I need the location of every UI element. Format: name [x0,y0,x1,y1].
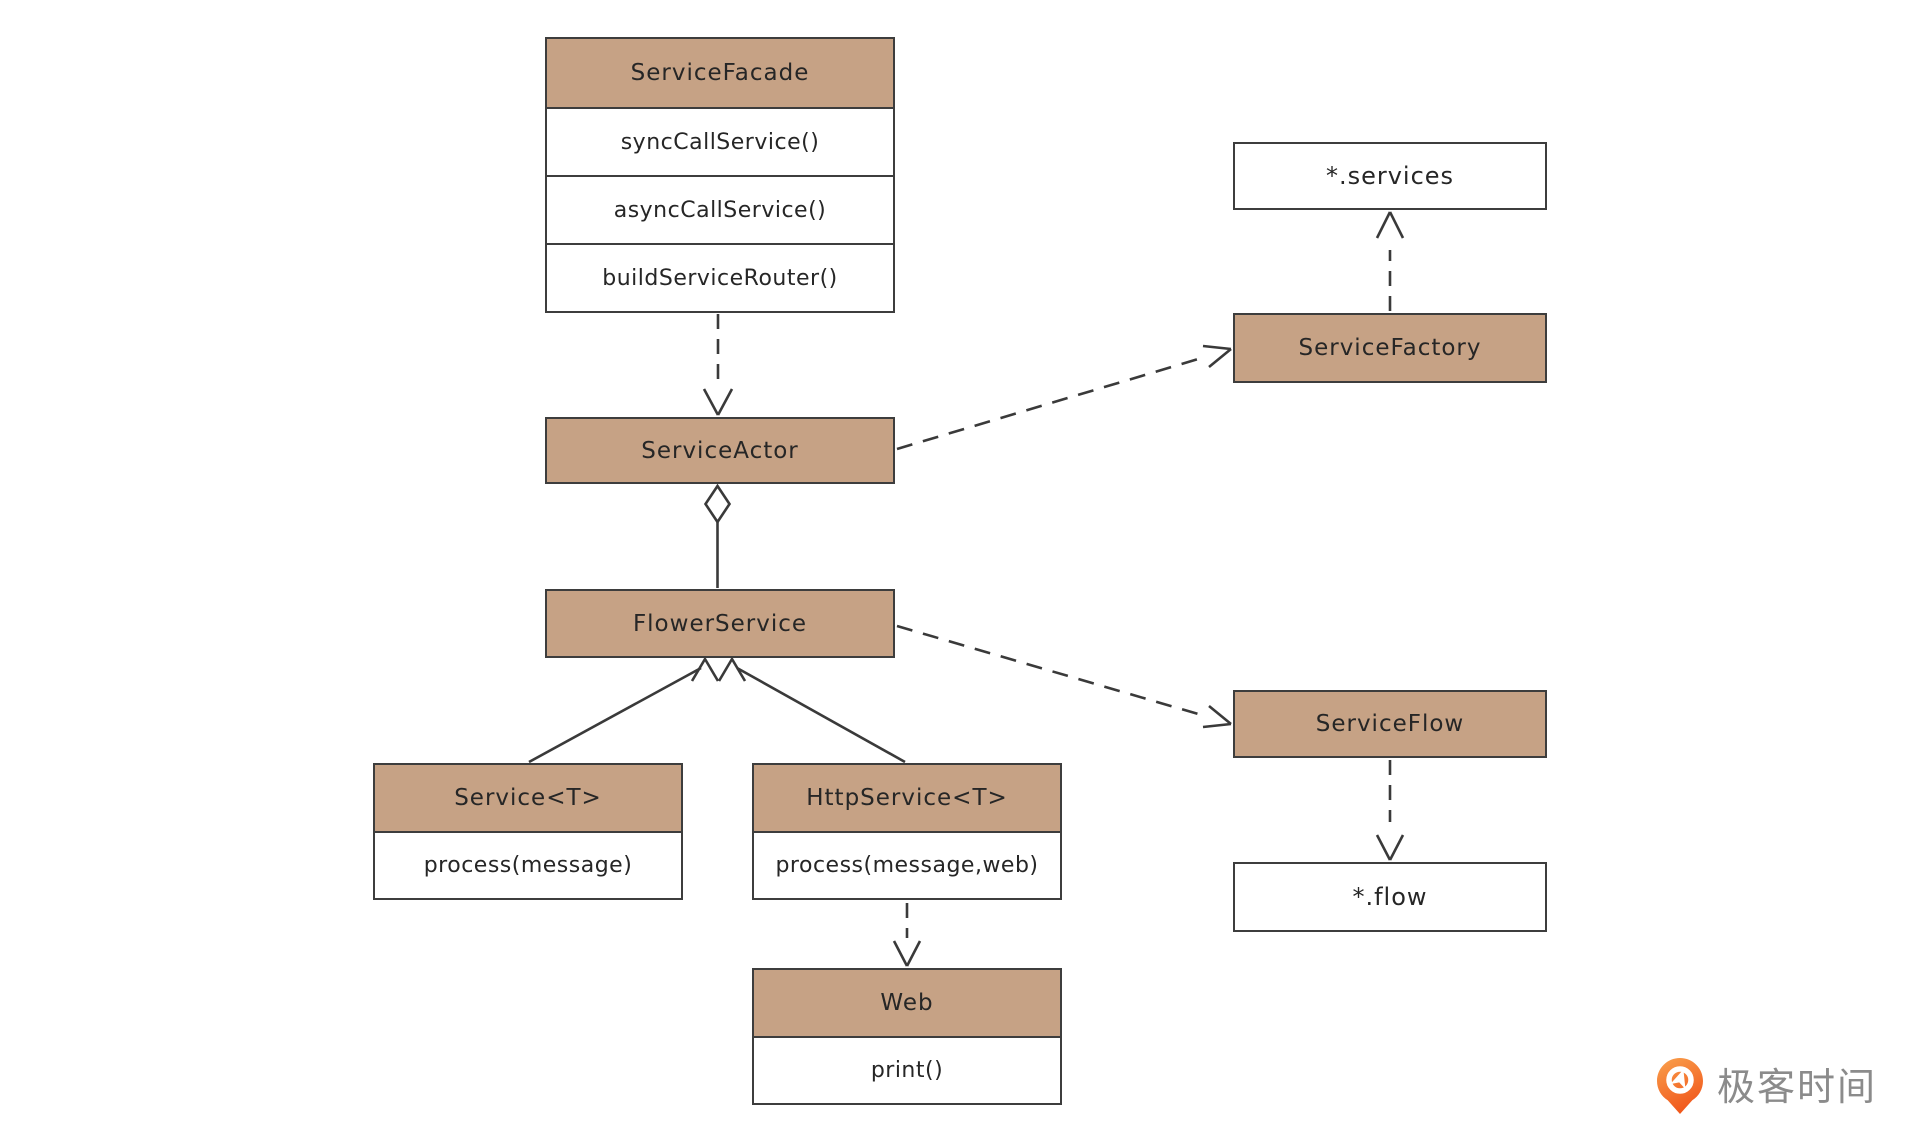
class-flowerservice-name: FlowerService [547,591,893,656]
method-process-message: process(message) [375,831,681,898]
class-servicet-name: Service<T> [375,765,681,831]
edge-serviceactor-flowerservice [703,483,732,588]
class-httpservicet: HttpService<T> process(message,web) [752,763,1062,900]
class-serviceflow-name: ServiceFlow [1235,692,1545,756]
geektime-logo-text: 极客时间 [1717,1065,1878,1109]
class-servicefacade-name: ServiceFacade [547,39,893,107]
edge-httpservicet-web [892,903,922,967]
edge-httpservicet-flowerservice [717,656,906,764]
class-servicefactory: ServiceFactory [1233,313,1547,383]
class-httpservicet-name: HttpService<T> [754,765,1060,831]
class-serviceactor-name: ServiceActor [547,419,893,482]
class-flowerservice: FlowerService [545,589,895,658]
geektime-pin-icon [1657,1058,1703,1114]
method-print: print() [754,1036,1060,1103]
class-serviceflow: ServiceFlow [1233,690,1547,758]
artifact-services-file: *.services [1233,142,1547,210]
edge-servicefactory-services [1375,211,1405,311]
edge-flowerservice-serviceflow [896,624,1232,729]
edge-servicefacade-serviceactor [702,314,734,416]
edge-serviceflow-flow [1375,760,1405,861]
method-buildservicerouter: buildServiceRouter() [547,243,893,311]
class-web: Web print() [752,968,1062,1105]
edge-servicet-flowerservice [528,656,720,764]
class-servicefacade: ServiceFacade syncCallService() asyncCal… [545,37,895,313]
method-asynccallservice: asyncCallService() [547,175,893,243]
geektime-logo: 极客时间 [1655,1056,1877,1118]
class-servicet: Service<T> process(message) [373,763,683,900]
class-serviceactor: ServiceActor [545,417,895,484]
method-process-message-web: process(message,web) [754,831,1060,898]
class-servicefactory-name: ServiceFactory [1235,315,1545,381]
class-web-name: Web [754,970,1060,1036]
edge-serviceactor-servicefactory [896,344,1232,451]
artifact-flow-file: *.flow [1233,862,1547,932]
method-synccallservice: syncCallService() [547,107,893,175]
